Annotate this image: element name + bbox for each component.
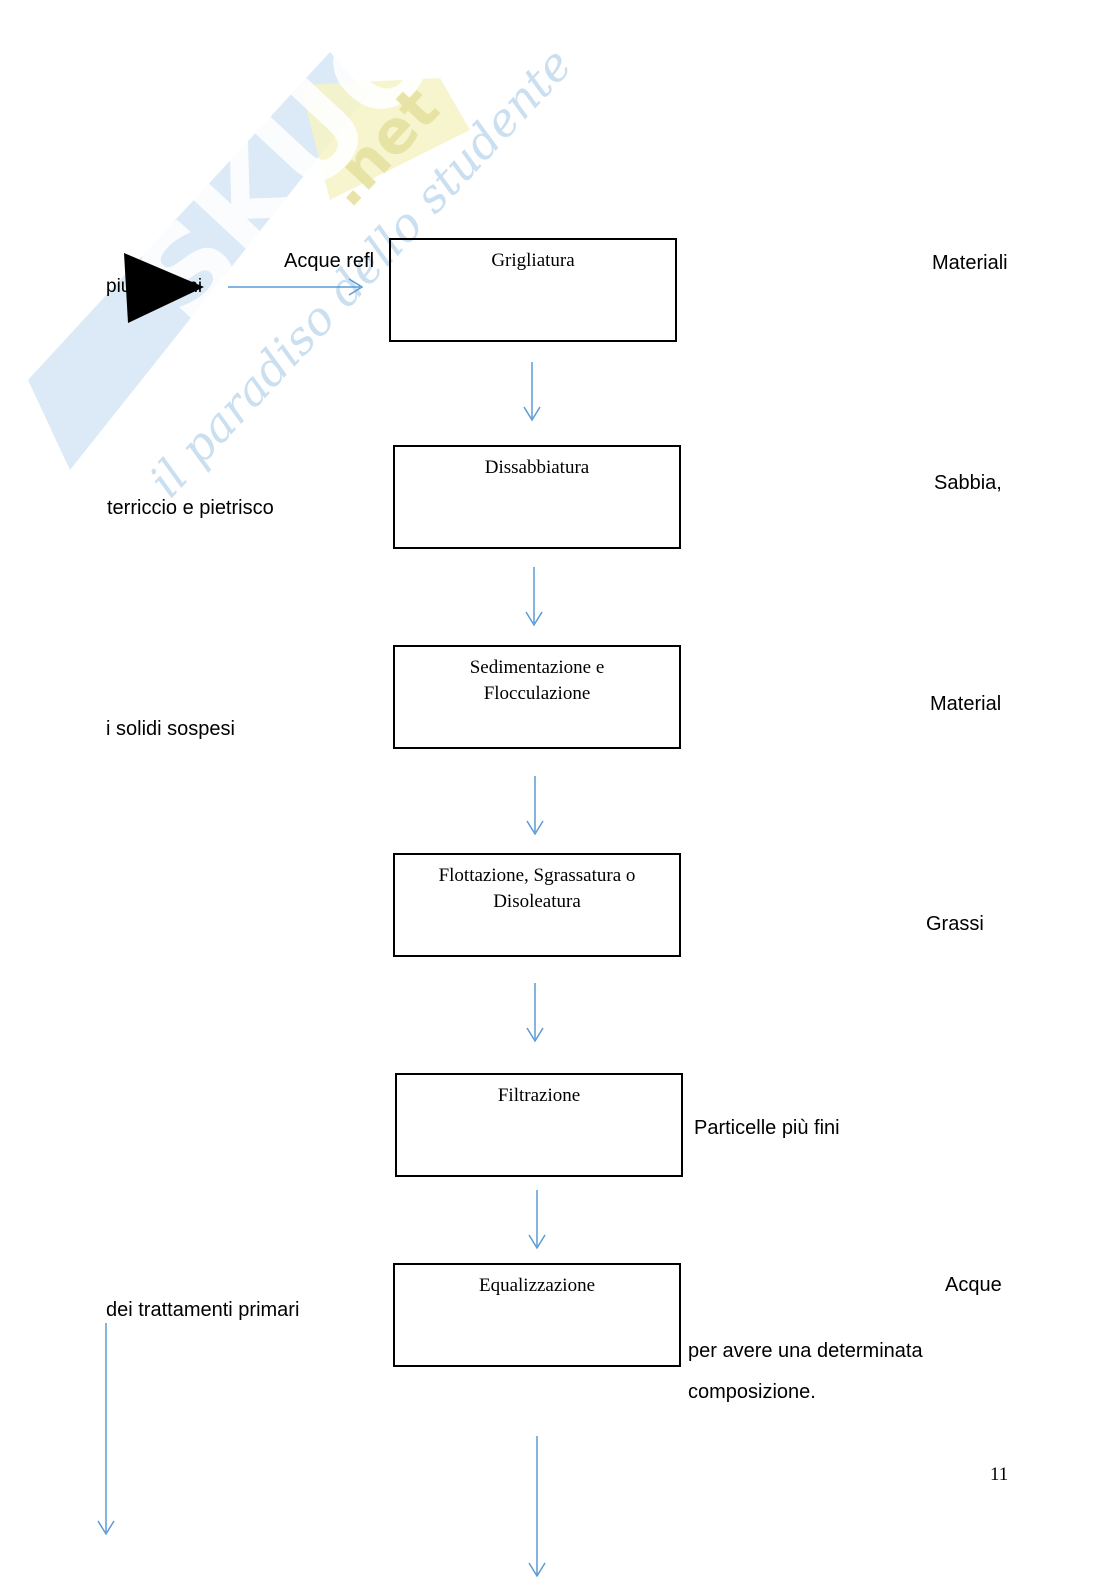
- label-trattamenti-primari: dei trattamenti primari: [106, 1299, 300, 1321]
- label-material: Material: [930, 693, 1002, 715]
- label-grassi: Grassi: [926, 913, 984, 935]
- label-sabbia: Sabbia,: [934, 472, 1002, 494]
- label-terriccio: terriccio e pietrisco: [107, 497, 274, 519]
- step-equalizzazione-label: Equalizzazione: [478, 1275, 596, 1296]
- label-acque: Acque: [945, 1274, 1002, 1296]
- page-number: 11: [990, 1464, 1009, 1485]
- label-materiali: Materiali: [932, 252, 1008, 274]
- label-composizione: composizione.: [688, 1381, 816, 1403]
- step-sedimentazione: Sedimentazione e Flocculazione: [393, 645, 681, 749]
- step-flottazione-label-1: Flottazione, Sgrassatura o: [438, 865, 636, 886]
- label-per-avere: per avere una determinata: [688, 1340, 923, 1362]
- label-piu-solani: piu solani: [106, 276, 203, 297]
- step-equalizzazione: Equalizzazione: [393, 1263, 681, 1367]
- step-flottazione-label-2: Disoleatura: [493, 891, 581, 912]
- step-filtrazione-label: Filtrazione: [497, 1085, 581, 1106]
- step-flottazione: Flottazione, Sgrassatura o Disoleatura: [393, 853, 681, 957]
- step-sedimentazione-label-2: Flocculazione: [483, 683, 591, 704]
- step-filtrazione: Filtrazione: [395, 1073, 683, 1177]
- step-dissabbiatura: Dissabbiatura: [393, 445, 681, 549]
- label-acque-refl: Acque refl: [284, 250, 375, 272]
- play-triangle-icon: [124, 253, 204, 323]
- step-grigliatura: Grigliatura: [389, 238, 677, 342]
- label-solidi-sospesi: i solidi sospesi: [106, 718, 235, 740]
- step-grigliatura-label: Grigliatura: [491, 250, 575, 271]
- label-particelle: Particelle più fini: [694, 1117, 840, 1139]
- step-dissabbiatura-label: Dissabbiatura: [484, 457, 590, 478]
- step-sedimentazione-label-1: Sedimentazione e: [469, 657, 605, 678]
